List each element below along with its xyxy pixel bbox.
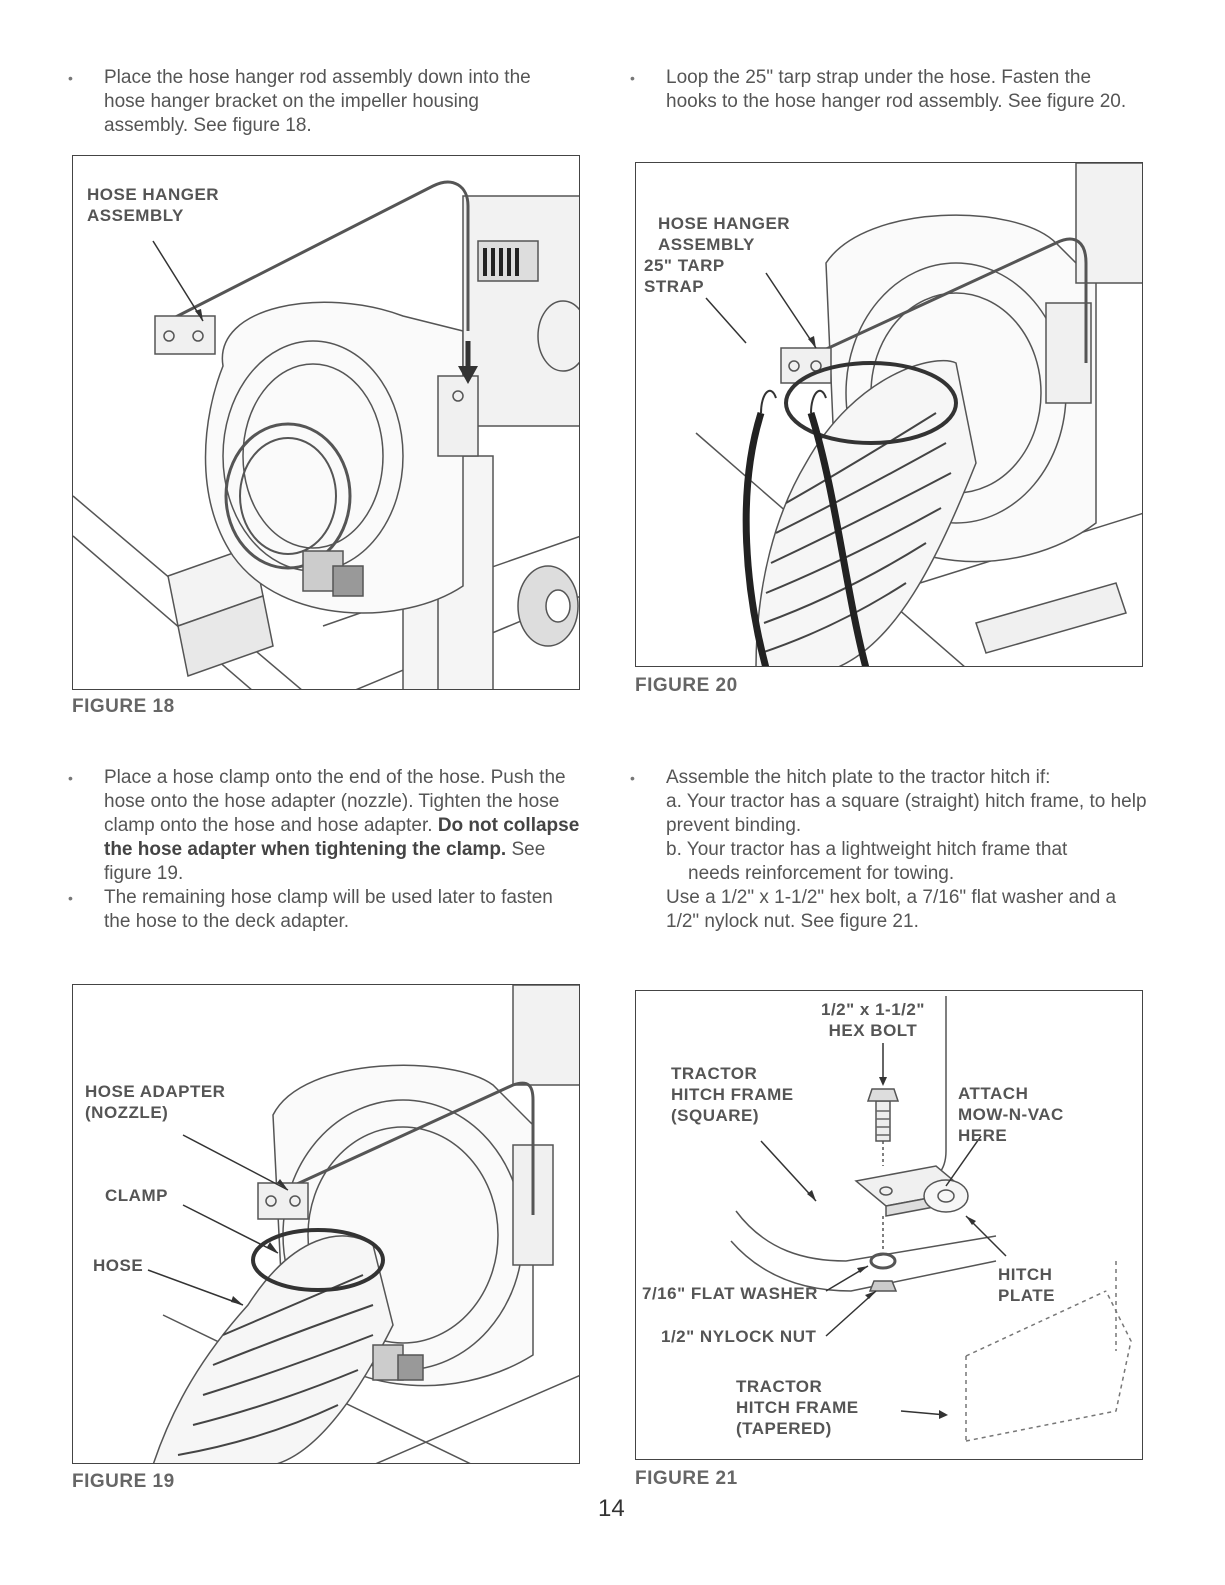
callout-hex-bolt: 1/2" x 1-1/2" HEX BOLT	[821, 999, 925, 1041]
callout-flat-washer: 7/16" FLAT WASHER	[642, 1284, 818, 1303]
callout-line: ASSEMBLY	[658, 235, 755, 254]
condition-b: b. Your tractor has a lightweight hitch …	[666, 839, 1068, 860]
figure-18-caption: FIGURE 18	[72, 696, 175, 717]
callout-tarp-strap: 25" TARP STRAP	[644, 255, 725, 297]
callout-hose-adapter: HOSE ADAPTER (NOZZLE)	[85, 1081, 225, 1123]
callout-line: PLATE	[998, 1286, 1055, 1305]
instruction-text: Place a hose clamp onto the end of the h…	[104, 767, 566, 836]
instruction-fig21: • Assemble the hitch plate to the tractor…	[622, 766, 1152, 934]
callout-hose-hanger-assembly: HOSE HANGER ASSEMBLY	[658, 213, 790, 255]
figure-21-drawing	[730, 996, 1132, 1442]
callout-tractor-hitch-square: TRACTOR HITCH FRAME (SQUARE)	[671, 1063, 794, 1126]
figure-20-caption: FIGURE 20	[635, 675, 738, 696]
hardware-note: Use a 1/2" x 1-1/2" hex bolt, a 7/16" fl…	[666, 887, 1117, 932]
figure-21-caption: FIGURE 21	[635, 1468, 738, 1489]
figure-19-caption: FIGURE 19	[72, 1471, 175, 1492]
callout-line: HERE	[958, 1126, 1008, 1145]
callout-line: (NOZZLE)	[85, 1103, 169, 1122]
callout-line: HITCH FRAME	[671, 1085, 794, 1104]
callout-hose: HOSE	[93, 1256, 144, 1275]
instruction-text: The remaining hose clamp will be used la…	[104, 887, 553, 932]
instruction-text: Loop the 25" tarp strap under the hose. …	[666, 67, 1127, 112]
instruction-fig18: • Place the hose hanger rod assembly down…	[60, 66, 560, 138]
callout-clamp: CLAMP	[105, 1186, 168, 1205]
callout-line: HOSE ADAPTER	[85, 1082, 226, 1101]
callout-line: HOSE HANGER	[87, 185, 220, 204]
figure-18-drawing	[73, 180, 579, 689]
instruction-fig20: • Loop the 25" tarp strap under the hose.…	[622, 66, 1137, 114]
callout-line: HOSE HANGER	[658, 214, 791, 233]
figure-21-illustration: 1/2" x 1-1/2" HEX BOLT TRACTOR HITCH FRA…	[635, 990, 1143, 1460]
bullet-dot: •	[68, 890, 73, 906]
warning-text: Do not collapse the hose adapter when ti…	[104, 815, 580, 860]
callout-attach-here: ATTACH MOW-N-VAC HERE	[958, 1083, 1064, 1146]
callout-line: HITCH FRAME	[736, 1398, 859, 1417]
page-number: 14	[598, 1495, 625, 1522]
callout-line: ASSEMBLY	[87, 206, 184, 225]
bullet-dot: •	[68, 70, 73, 86]
figure-19-illustration: HOSE ADAPTER (NOZZLE) CLAMP HOSE	[72, 984, 580, 1464]
callout-line: MOW-N-VAC	[958, 1105, 1064, 1124]
figure-18-illustration: HOSE HANGER ASSEMBLY	[72, 155, 580, 690]
figure-20-drawing	[695, 163, 1142, 666]
callout-line: HEX BOLT	[828, 1021, 918, 1040]
callout-line: TRACTOR	[736, 1377, 823, 1396]
callout-line: STRAP	[644, 277, 705, 296]
callout-hitch-plate: HITCH PLATE	[998, 1264, 1055, 1306]
condition-b-cont: needs reinforcement for towing.	[688, 863, 955, 884]
callout-tractor-hitch-tapered: TRACTOR HITCH FRAME (TAPERED)	[736, 1376, 859, 1439]
figure-19-drawing	[147, 985, 579, 1463]
callout-hose-hanger-assembly: HOSE HANGER ASSEMBLY	[87, 184, 219, 226]
callout-line: HITCH	[998, 1265, 1053, 1284]
callout-line: ATTACH	[958, 1084, 1029, 1103]
callout-nylock-nut: 1/2" NYLOCK NUT	[661, 1327, 817, 1346]
instruction-text: See figure 19.	[104, 839, 546, 884]
callout-line: 1/2" x 1-1/2"	[821, 1000, 925, 1019]
condition-a: a. Your tractor has a square (straight) …	[666, 791, 1147, 836]
callout-line: (SQUARE)	[671, 1106, 760, 1125]
bullet-dot: •	[630, 70, 635, 86]
callout-line: TRACTOR	[671, 1064, 758, 1083]
instruction-text: Assemble the hitch plate to the tractor …	[666, 767, 1051, 788]
figure-20-illustration: HOSE HANGER ASSEMBLY 25" TARP STRAP	[635, 162, 1143, 667]
callout-line: 25" TARP	[644, 256, 725, 275]
instruction-text: Place the hose hanger rod assembly down …	[104, 67, 531, 136]
bullet-dot: •	[630, 770, 635, 786]
callout-line: (TAPERED)	[736, 1419, 832, 1438]
bullet-dot: •	[68, 770, 73, 786]
instruction-fig19: • Place a hose clamp onto the end of the …	[60, 766, 580, 934]
